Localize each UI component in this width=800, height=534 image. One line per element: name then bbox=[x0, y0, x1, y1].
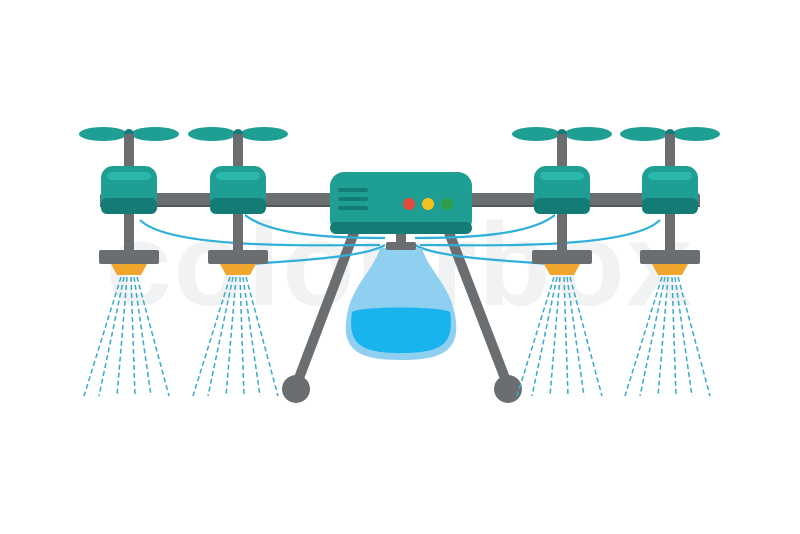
spray-nozzle-icon bbox=[208, 250, 268, 275]
nozzle-stem bbox=[557, 214, 567, 250]
hose-4 bbox=[419, 219, 661, 247]
tank-liquid bbox=[351, 307, 451, 353]
vent-2 bbox=[338, 197, 368, 201]
status-led-icon-green bbox=[441, 198, 453, 210]
spray bbox=[192, 276, 279, 397]
rotor-1 bbox=[79, 127, 179, 397]
status-led-icon-red bbox=[403, 198, 415, 210]
hose-2 bbox=[244, 214, 386, 240]
motor-shaft bbox=[124, 134, 134, 174]
spray-nozzle-icon bbox=[532, 250, 592, 275]
motor-icon bbox=[101, 166, 157, 214]
status-led-icon-yellow bbox=[422, 198, 434, 210]
tank bbox=[345, 242, 457, 360]
motor-icon bbox=[210, 166, 266, 214]
propeller-icon bbox=[79, 127, 179, 141]
left-foot bbox=[282, 375, 310, 403]
propeller-icon bbox=[188, 127, 288, 141]
hose-3 bbox=[414, 214, 556, 240]
tank-cap bbox=[386, 242, 416, 250]
vent-3 bbox=[338, 206, 368, 210]
rotor-2 bbox=[188, 127, 288, 397]
motor-icon bbox=[534, 166, 590, 214]
vent-1 bbox=[338, 188, 368, 192]
body-shell bbox=[330, 172, 472, 234]
spray-nozzle-icon bbox=[640, 250, 700, 275]
motor-icon bbox=[642, 166, 698, 214]
motor-shaft bbox=[557, 134, 567, 174]
motor-shaft bbox=[233, 134, 243, 174]
rotor-4 bbox=[620, 127, 720, 397]
nozzle-stem bbox=[124, 214, 134, 250]
rotor-3 bbox=[512, 127, 612, 397]
propeller-icon bbox=[620, 127, 720, 141]
motor-shaft bbox=[665, 134, 675, 174]
nozzle-stem bbox=[665, 214, 675, 250]
nozzle-stem bbox=[233, 214, 243, 250]
body-base bbox=[330, 222, 472, 234]
spray bbox=[83, 276, 170, 397]
hose-1 bbox=[139, 219, 381, 247]
spray bbox=[624, 276, 711, 397]
spray bbox=[516, 276, 603, 397]
drone-body bbox=[330, 172, 472, 234]
spray-nozzle-icon bbox=[99, 250, 159, 275]
right-foot bbox=[494, 375, 522, 403]
